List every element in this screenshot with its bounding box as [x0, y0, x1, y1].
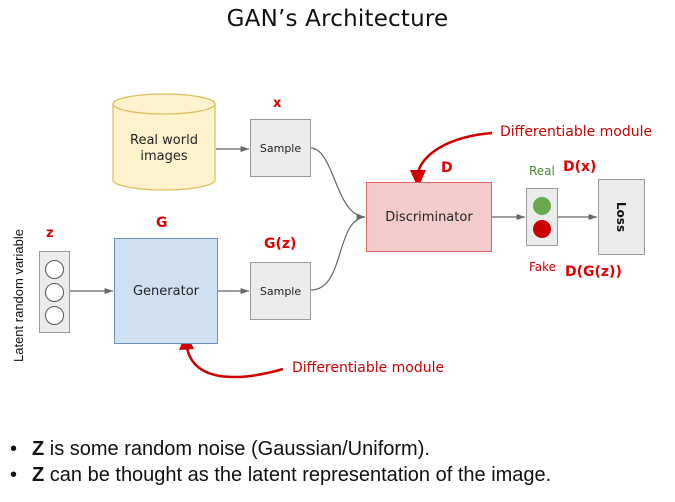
sample-real-box: Sample: [250, 119, 311, 177]
discriminator-box: Discriminator: [366, 182, 492, 252]
bullet-list: •Z is some random noise (Gaussian/Unifor…: [10, 436, 551, 488]
bullet-bold-term: Z: [32, 464, 45, 486]
real-world-images-label: Real world images: [130, 133, 198, 164]
arrow-gz-to-discriminator: [310, 216, 366, 291]
bullet-item: •Z can be thought as the latent represen…: [10, 464, 552, 486]
label-Dx: D(x): [563, 159, 597, 175]
output-indicator-box: [526, 188, 558, 246]
label-D: D: [441, 160, 453, 176]
label-real: Real: [529, 164, 555, 178]
label-x: x: [273, 96, 282, 111]
discriminator-label: Discriminator: [385, 209, 473, 225]
bullet-text: can be thought as the latent representat…: [44, 464, 552, 486]
latent-node-circle: [45, 306, 64, 325]
annotation-bottom: Differentiable module: [292, 360, 445, 376]
page-title: GAN’s Architecture: [226, 6, 449, 32]
real-indicator-circle: [533, 197, 551, 215]
bullet-item: •Z is some random noise (Gaussian/Unifor…: [10, 438, 430, 460]
real-world-images-database: Real world images: [113, 114, 215, 184]
generator-label: Generator: [132, 283, 199, 299]
database-shape: [112, 93, 216, 191]
sample-real-label: Sample: [259, 141, 302, 155]
bullet-bold-term: Z: [32, 438, 45, 460]
label-z: z: [46, 226, 54, 241]
label-G: G: [156, 215, 168, 231]
sample-fake-label: Sample: [259, 284, 302, 298]
latent-node-circle: [45, 260, 64, 279]
annotation-top: Differentiable module: [500, 124, 653, 140]
red-arrow-to-discriminator: [416, 131, 493, 173]
sample-fake-box: Sample: [250, 262, 311, 320]
loss-box: Loss: [598, 179, 645, 255]
fake-indicator-circle: [533, 220, 551, 238]
latent-node-circle: [45, 283, 64, 302]
loss-label: Loss: [614, 201, 629, 233]
red-arrow-to-generator: [185, 347, 284, 379]
arrow-sample-to-discriminator: [310, 147, 366, 220]
latent-variable-label: Latent random variable: [11, 229, 26, 362]
label-fake: Fake: [529, 260, 557, 274]
label-Gz: G(z): [264, 236, 297, 252]
latent-vector-box: [39, 251, 70, 333]
label-DGz: D(G(z)): [565, 264, 622, 280]
generator-box: Generator: [114, 238, 218, 344]
bullet-text: is some random noise (Gaussian/Uniform).: [44, 438, 430, 460]
